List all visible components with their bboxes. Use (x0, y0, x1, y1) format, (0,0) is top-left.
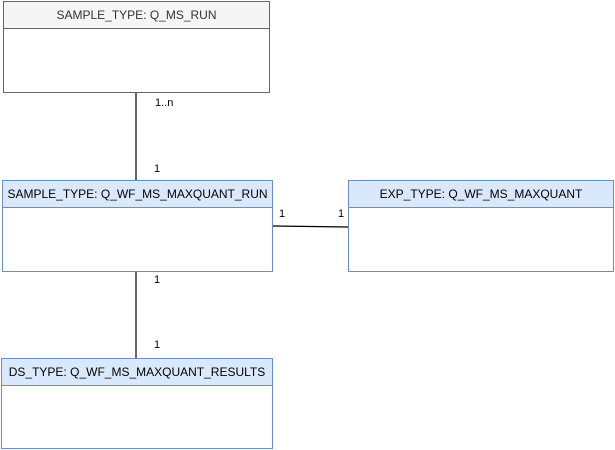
entity-title: SAMPLE_TYPE: Q_WF_MS_MAXQUANT_RUN (3, 181, 272, 208)
entity-body (4, 29, 269, 92)
multiplicity-ms-run-source: 1..n (155, 97, 174, 109)
entity-q-wf-ms-maxquant-results[interactable]: DS_TYPE: Q_WF_MS_MAXQUANT_RESULTS (1, 358, 273, 449)
entity-title: SAMPLE_TYPE: Q_MS_RUN (4, 2, 269, 29)
entity-q-wf-ms-maxquant[interactable]: EXP_TYPE: Q_WF_MS_MAXQUANT (348, 180, 614, 272)
entity-body (3, 208, 272, 271)
entity-body (2, 386, 272, 448)
entity-title: DS_TYPE: Q_WF_MS_MAXQUANT_RESULTS (2, 359, 272, 386)
multiplicity-results-source: 1 (154, 274, 161, 286)
multiplicity-ms-run-target: 1 (154, 163, 161, 175)
entity-body (349, 208, 613, 271)
entity-title: EXP_TYPE: Q_WF_MS_MAXQUANT (349, 181, 613, 208)
multiplicity-experiment-source: 1 (279, 208, 286, 220)
entity-q-wf-ms-maxquant-run[interactable]: SAMPLE_TYPE: Q_WF_MS_MAXQUANT_RUN (2, 180, 273, 272)
edge-maxquant-run-to-experiment (272, 225, 349, 228)
multiplicity-results-target: 1 (154, 339, 161, 351)
entity-q-ms-run[interactable]: SAMPLE_TYPE: Q_MS_RUN (3, 1, 270, 93)
multiplicity-experiment-target: 1 (338, 208, 345, 220)
